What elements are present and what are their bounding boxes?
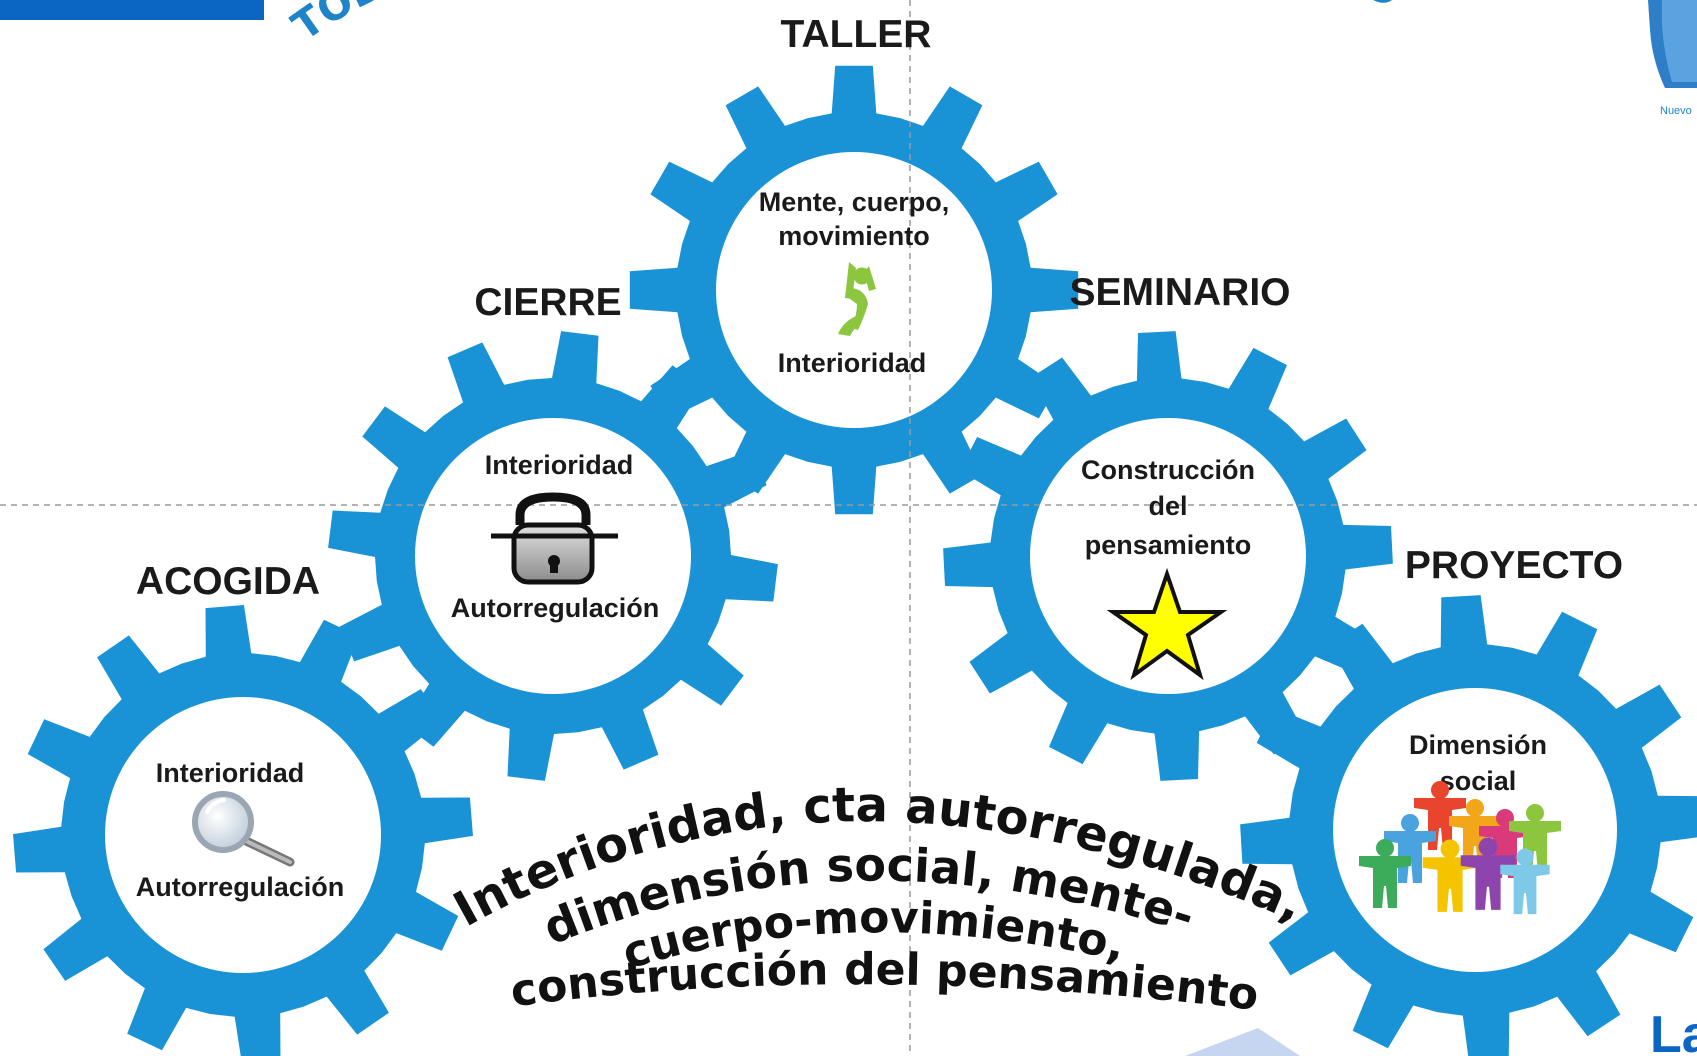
gear-cierre: CIERRE Interioridad Autorregulación <box>451 281 660 623</box>
summary-curved-text: Interioridad, cta autorregulada, dimensi… <box>445 777 1313 1021</box>
gear-proyecto-title: PROYECTO <box>1405 544 1623 587</box>
person-figure <box>1422 839 1478 912</box>
people-group-icon <box>1359 781 1561 915</box>
person-figure <box>1414 781 1466 850</box>
gear-cierre-line1: Interioridad <box>485 450 634 480</box>
logo-caption: Nuevo <box>1660 105 1692 117</box>
logo-corner-fragment: La <box>1650 1006 1697 1056</box>
gear-acogida-line2: Autorregulación <box>136 872 345 902</box>
gear-seminario-title: SEMINARIO <box>1069 271 1290 314</box>
summary-line4: construcción del pensamiento <box>508 944 1262 1021</box>
gear-taller-line3: Interioridad <box>778 348 927 378</box>
gear-proyecto: PROYECTO Dimensión social <box>1359 544 1623 915</box>
magnifying-glass-icon <box>192 791 295 867</box>
gear-acogida-title: ACOGIDA <box>136 560 320 603</box>
gear-taller-title: TALLER <box>781 13 932 56</box>
gear-taller-line2: movimiento <box>778 221 930 251</box>
gear-acogida: ACOGIDA Interioridad Autorregulación <box>136 560 345 902</box>
person-figure <box>1509 804 1561 873</box>
gear-seminario-hub <box>1030 418 1306 694</box>
gear-seminario-line3: pensamiento <box>1085 530 1252 560</box>
person-figure <box>1359 839 1411 908</box>
banner-right-fragment: ENTO <box>1275 0 1402 14</box>
star-icon <box>1106 567 1228 681</box>
banner-block <box>0 0 264 20</box>
gear-cierre-title: CIERRE <box>474 281 621 324</box>
gear-taller: TALLER Mente, cuerpo, movimiento Interio… <box>759 13 950 378</box>
person-figure <box>1500 848 1550 915</box>
gear-proyecto-line1: Dimensión <box>1409 730 1547 760</box>
person-figure <box>1460 837 1516 910</box>
banner-left-fragment: TODO <box>284 0 422 50</box>
gear-seminario-line2: del <box>1148 491 1187 521</box>
gear-cierre-line2: Autorregulación <box>451 593 660 623</box>
gear-seminario-line1: Construcción <box>1081 455 1255 485</box>
yoga-figure-icon <box>838 262 876 336</box>
gear-proyecto-line2: social <box>1440 766 1517 796</box>
gear-acogida-line1: Interioridad <box>156 758 305 788</box>
gear-seminario: SEMINARIO Construcción del pensamiento <box>1069 271 1291 681</box>
logo-fragment: Nuevo <box>1648 0 1697 117</box>
padlock-icon <box>491 492 618 585</box>
gear-taller-line1: Mente, cuerpo, <box>759 187 950 217</box>
person-figure <box>1449 799 1501 868</box>
decorative-triangle <box>1185 1028 1300 1056</box>
